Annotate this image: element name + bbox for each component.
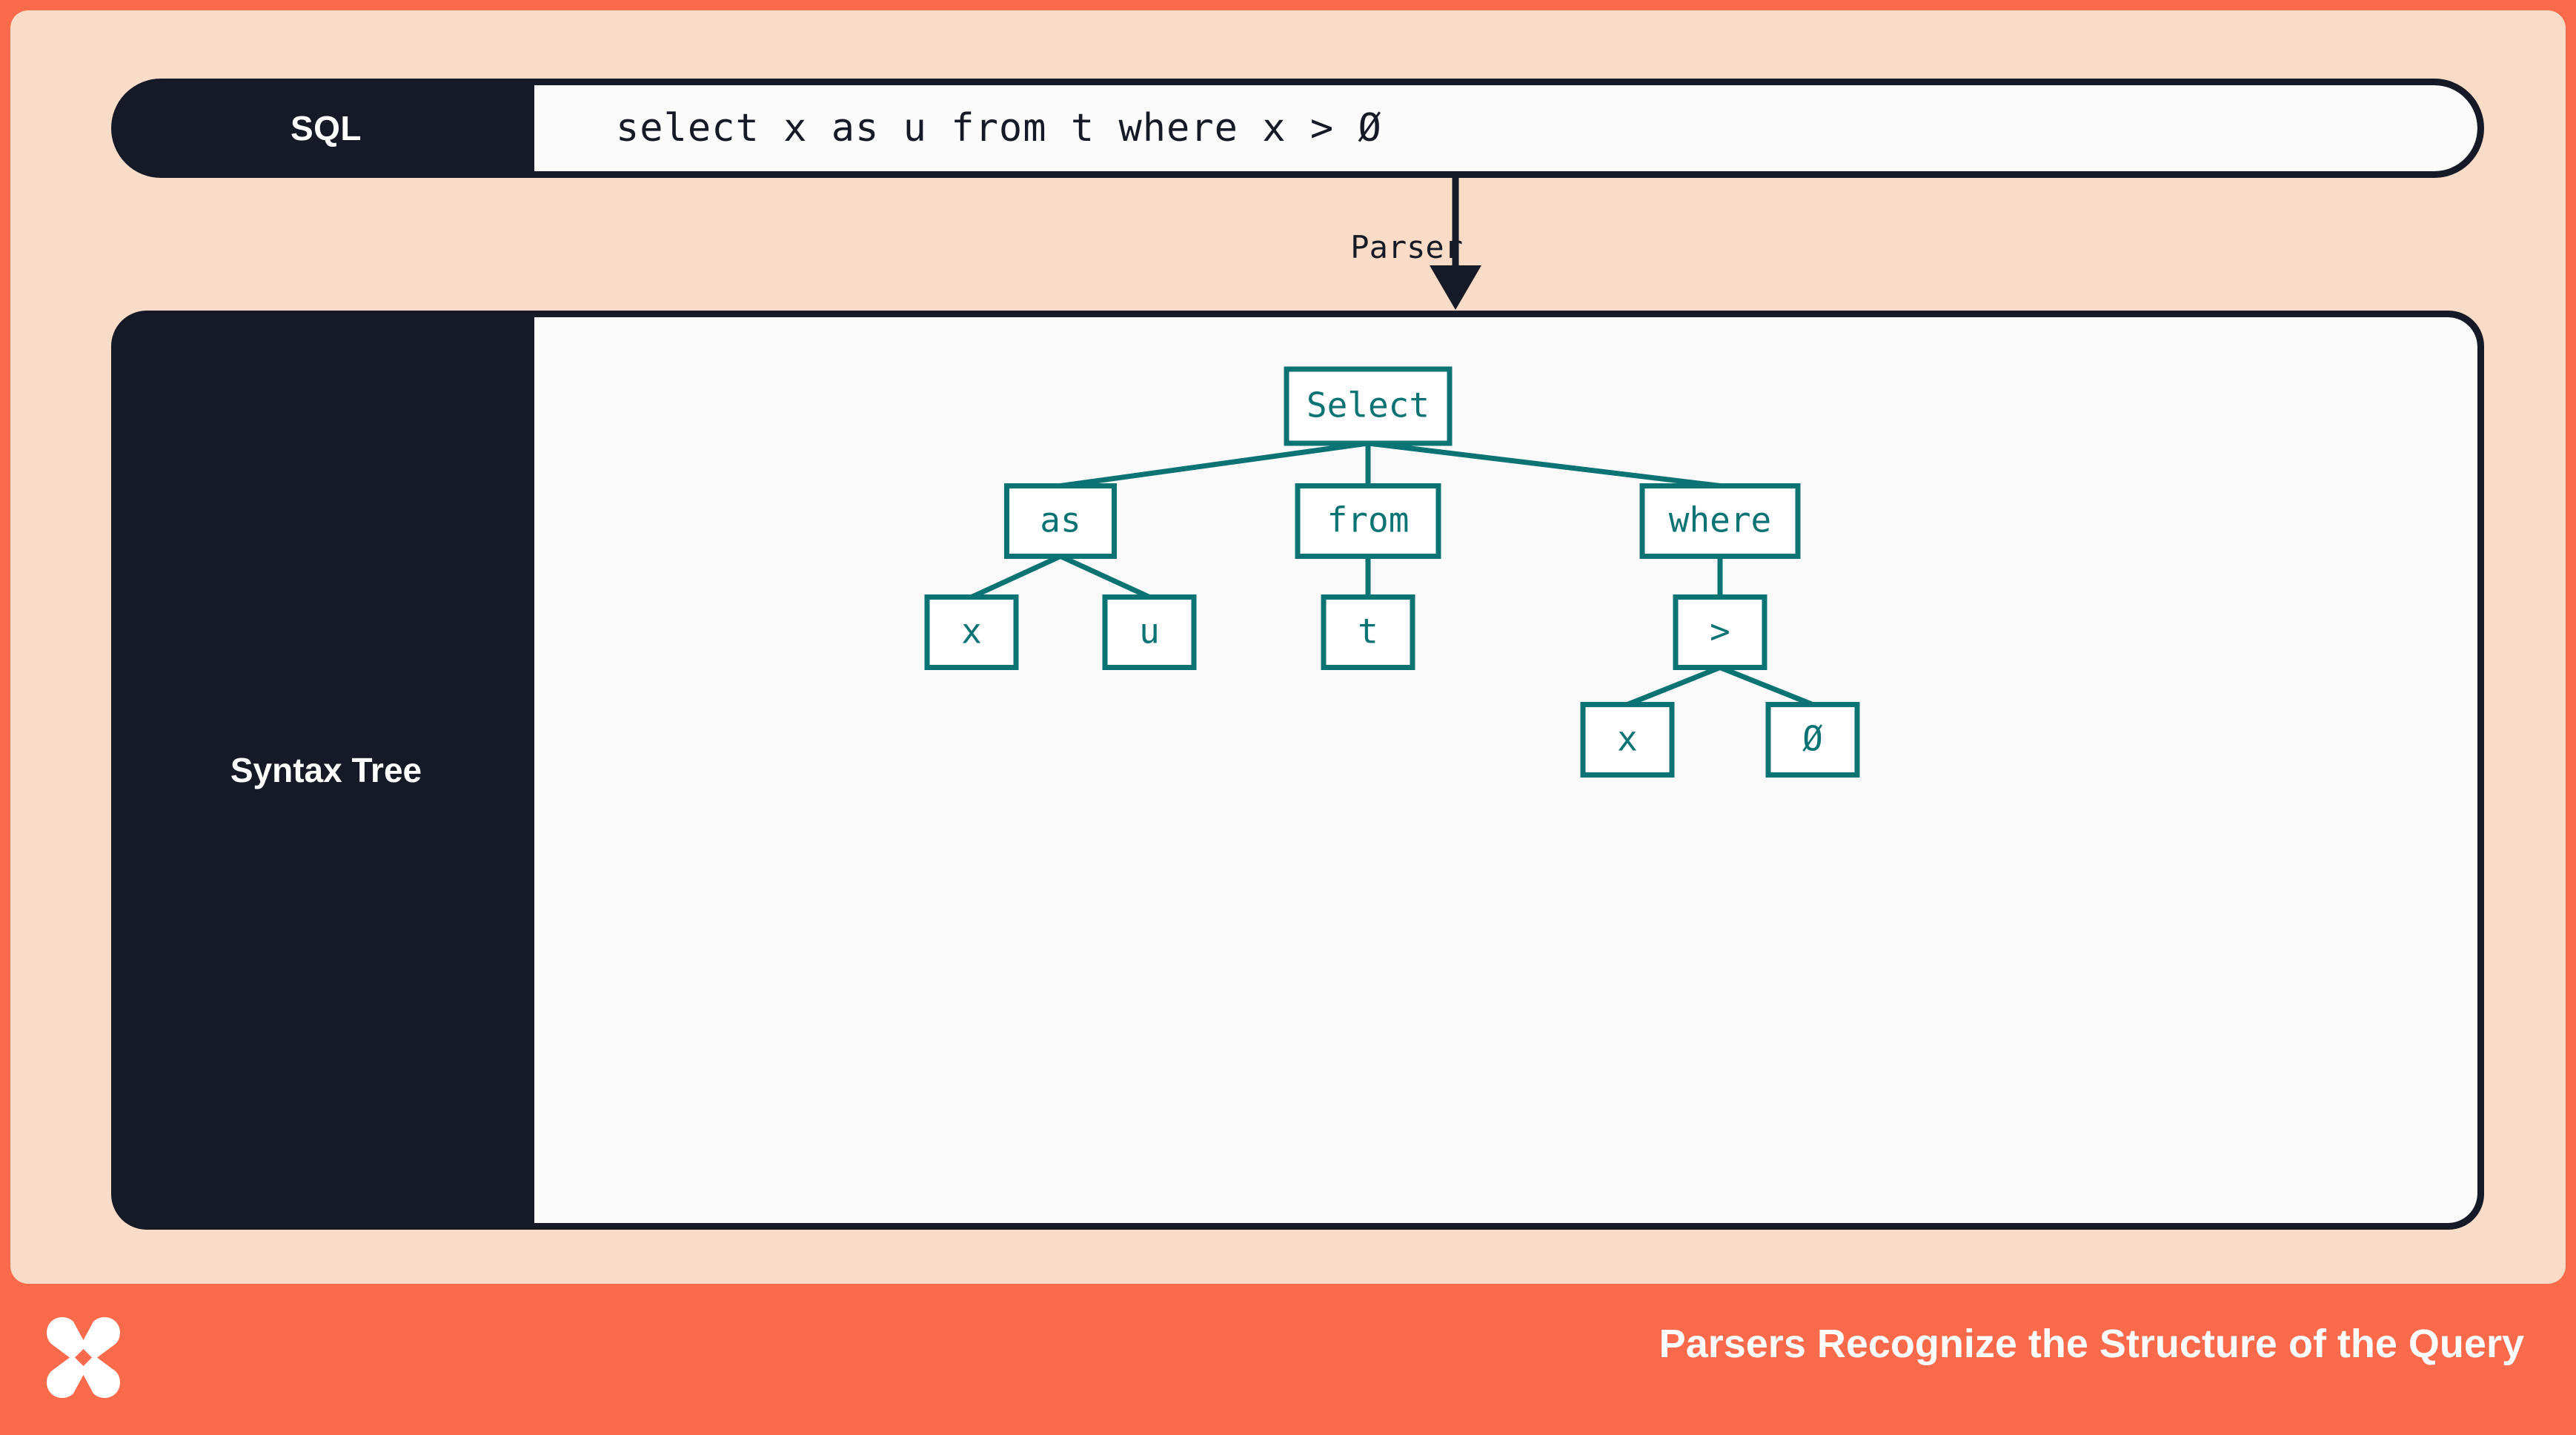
tree-edge bbox=[1719, 665, 1814, 707]
tree-node-box bbox=[1004, 483, 1117, 559]
tree-node-box bbox=[1321, 594, 1415, 670]
tree-edge-layer bbox=[970, 440, 1814, 707]
tree-edge bbox=[970, 554, 1062, 600]
tree-edge bbox=[1367, 440, 1721, 488]
parser-label: Parser bbox=[1350, 229, 1463, 265]
footer-bar: Parsers Recognize the Structure of the Q… bbox=[0, 1284, 2576, 1435]
tree-node-label: Select bbox=[1307, 385, 1430, 425]
sql-row-label: SQL bbox=[290, 109, 362, 148]
sql-query-text: select x as u from t where x > Ø bbox=[616, 106, 1382, 150]
tree-node-label: t bbox=[1358, 612, 1378, 652]
four-point-star-logo-icon bbox=[41, 1315, 126, 1400]
tree-edge bbox=[1060, 440, 1369, 488]
tree-node-box bbox=[1639, 483, 1801, 559]
tree-node[interactable]: x bbox=[1580, 702, 1675, 778]
tree-node[interactable]: from bbox=[1295, 483, 1441, 559]
tree-node-box bbox=[1580, 702, 1675, 778]
tree-node-label: x bbox=[1617, 719, 1638, 759]
footer-caption: Parsers Recognize the Structure of the Q… bbox=[1659, 1322, 2524, 1366]
tree-panel-label: Syntax Tree bbox=[230, 751, 422, 789]
tree-node[interactable]: x bbox=[924, 594, 1019, 670]
tree-node-label: where bbox=[1669, 500, 1771, 540]
tree-node-box bbox=[1295, 483, 1441, 559]
tree-node-label: as bbox=[1040, 500, 1080, 540]
tree-node-box bbox=[1765, 702, 1860, 778]
tree-node-label: from bbox=[1327, 500, 1410, 540]
tree-panel-label-cell: Syntax Tree bbox=[118, 317, 534, 1223]
tree-node[interactable]: t bbox=[1321, 594, 1415, 670]
tree-node[interactable]: where bbox=[1639, 483, 1801, 559]
tree-node-label: > bbox=[1710, 612, 1730, 652]
tree-node-label: u bbox=[1139, 612, 1160, 652]
tree-node[interactable]: Select bbox=[1284, 366, 1453, 446]
tree-node-label: x bbox=[961, 612, 982, 652]
tree-node[interactable]: Ø bbox=[1765, 702, 1860, 778]
sql-row-label-cell: SQL bbox=[118, 85, 534, 171]
tree-edge bbox=[1626, 665, 1722, 707]
tree-node-box bbox=[1673, 594, 1767, 670]
sql-input-row: SQL select x as u from t where x > Ø bbox=[111, 79, 2484, 178]
content-card: SQL select x as u from t where x > Ø Par… bbox=[10, 10, 2566, 1284]
sql-query-cell[interactable]: select x as u from t where x > Ø bbox=[534, 85, 2477, 171]
arrow-down-icon bbox=[1430, 178, 1481, 310]
tree-node-box bbox=[924, 594, 1019, 670]
parser-arrow bbox=[1300, 178, 1611, 311]
tree-node-box bbox=[1284, 366, 1453, 446]
tree-node-box bbox=[1102, 594, 1197, 670]
tree-node-label: Ø bbox=[1802, 719, 1823, 759]
tree-node[interactable]: > bbox=[1673, 594, 1767, 670]
tree-node[interactable]: u bbox=[1102, 594, 1197, 670]
tree-node[interactable]: as bbox=[1004, 483, 1117, 559]
tree-edge bbox=[1059, 554, 1151, 600]
